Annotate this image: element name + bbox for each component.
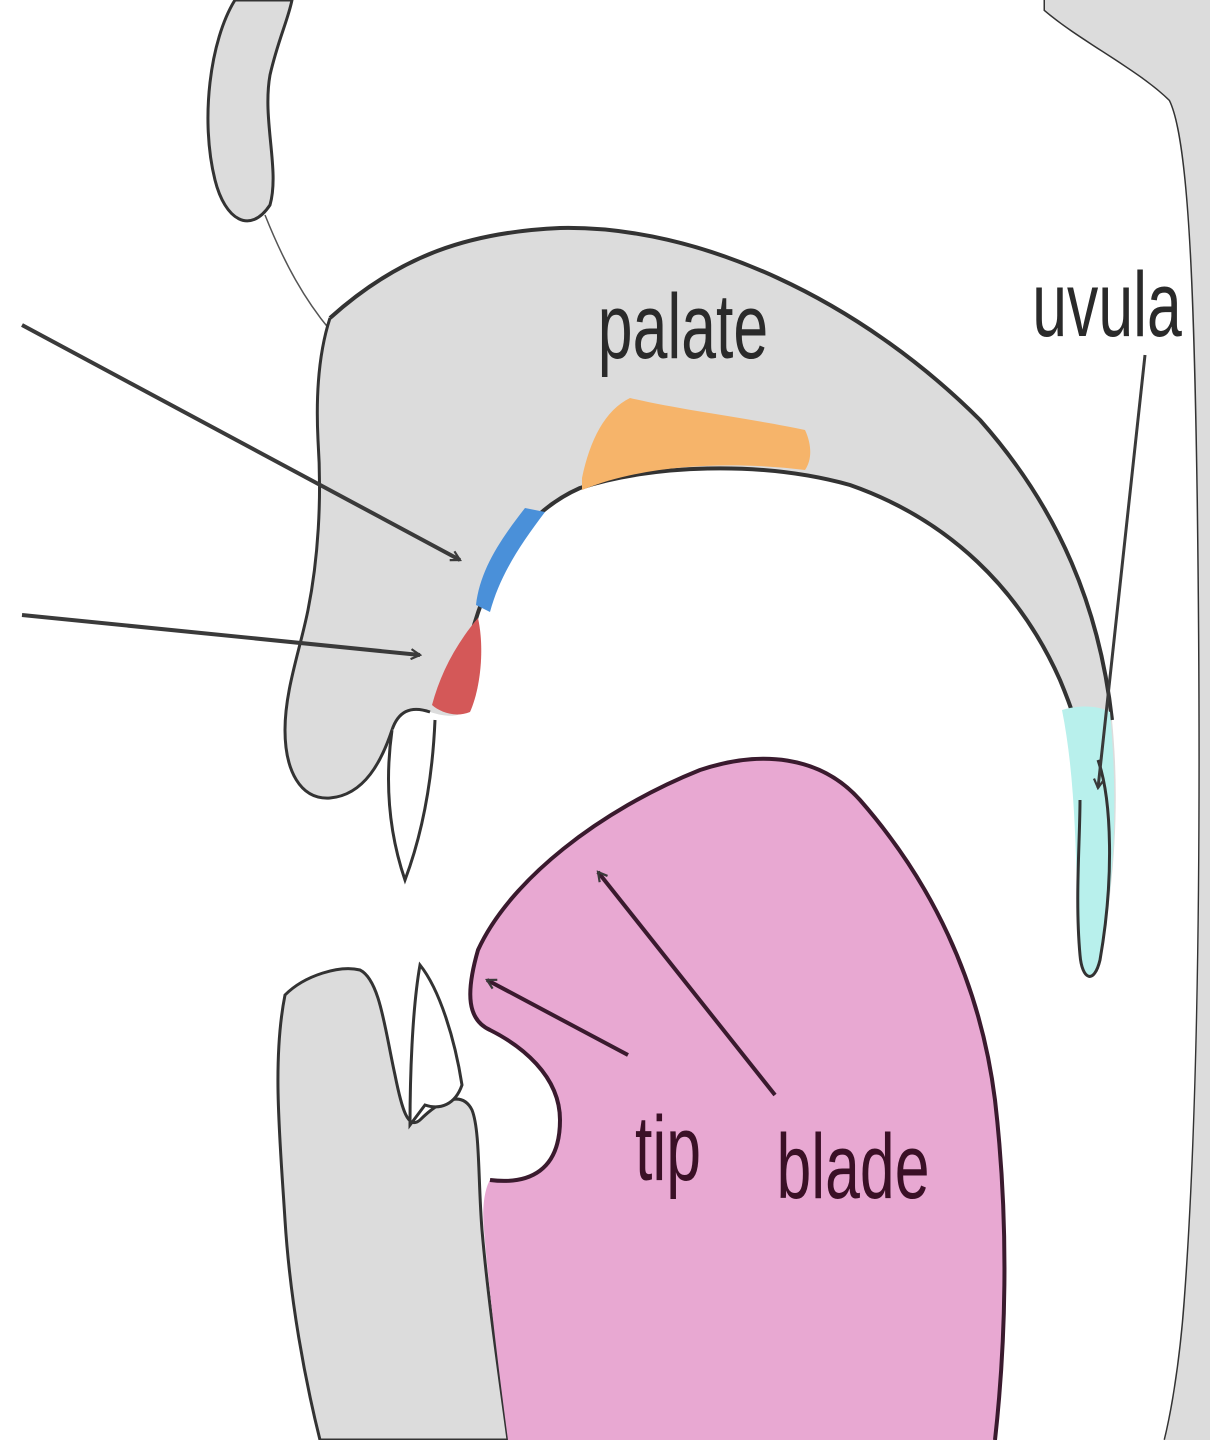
palate-label: palate — [598, 275, 768, 378]
tip-label: tip — [635, 1097, 701, 1200]
nasal-line — [265, 215, 330, 330]
uvula-label: uvula — [1032, 253, 1182, 356]
blade-label: blade — [776, 1115, 929, 1218]
nose-outline — [208, 0, 292, 221]
uvular-region — [1062, 706, 1114, 976]
uvula-pointer-arrow — [1098, 355, 1145, 788]
lower-jaw-tissue — [278, 969, 508, 1440]
upper-tooth — [388, 720, 435, 880]
